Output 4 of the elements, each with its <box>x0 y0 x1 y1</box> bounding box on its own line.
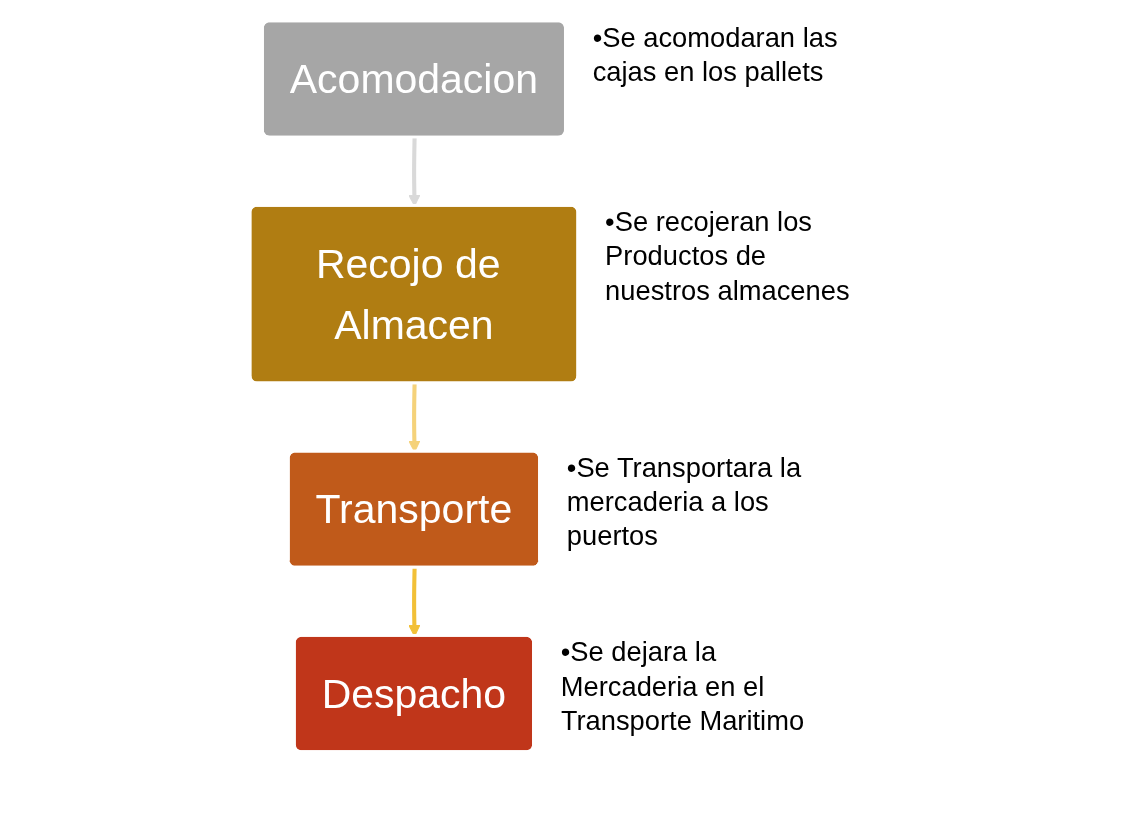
note-text: •Se recojeran los Productos de nuestros almacenes <box>605 205 851 307</box>
note-text: •Se Transportara la mercaderia a los puertos <box>566 451 803 553</box>
note-text: •Se dejara la Mercaderia en el Transporte Maritimo <box>560 635 806 738</box>
note-text: •Se acomodaran las cajas en los pallets <box>592 21 839 89</box>
